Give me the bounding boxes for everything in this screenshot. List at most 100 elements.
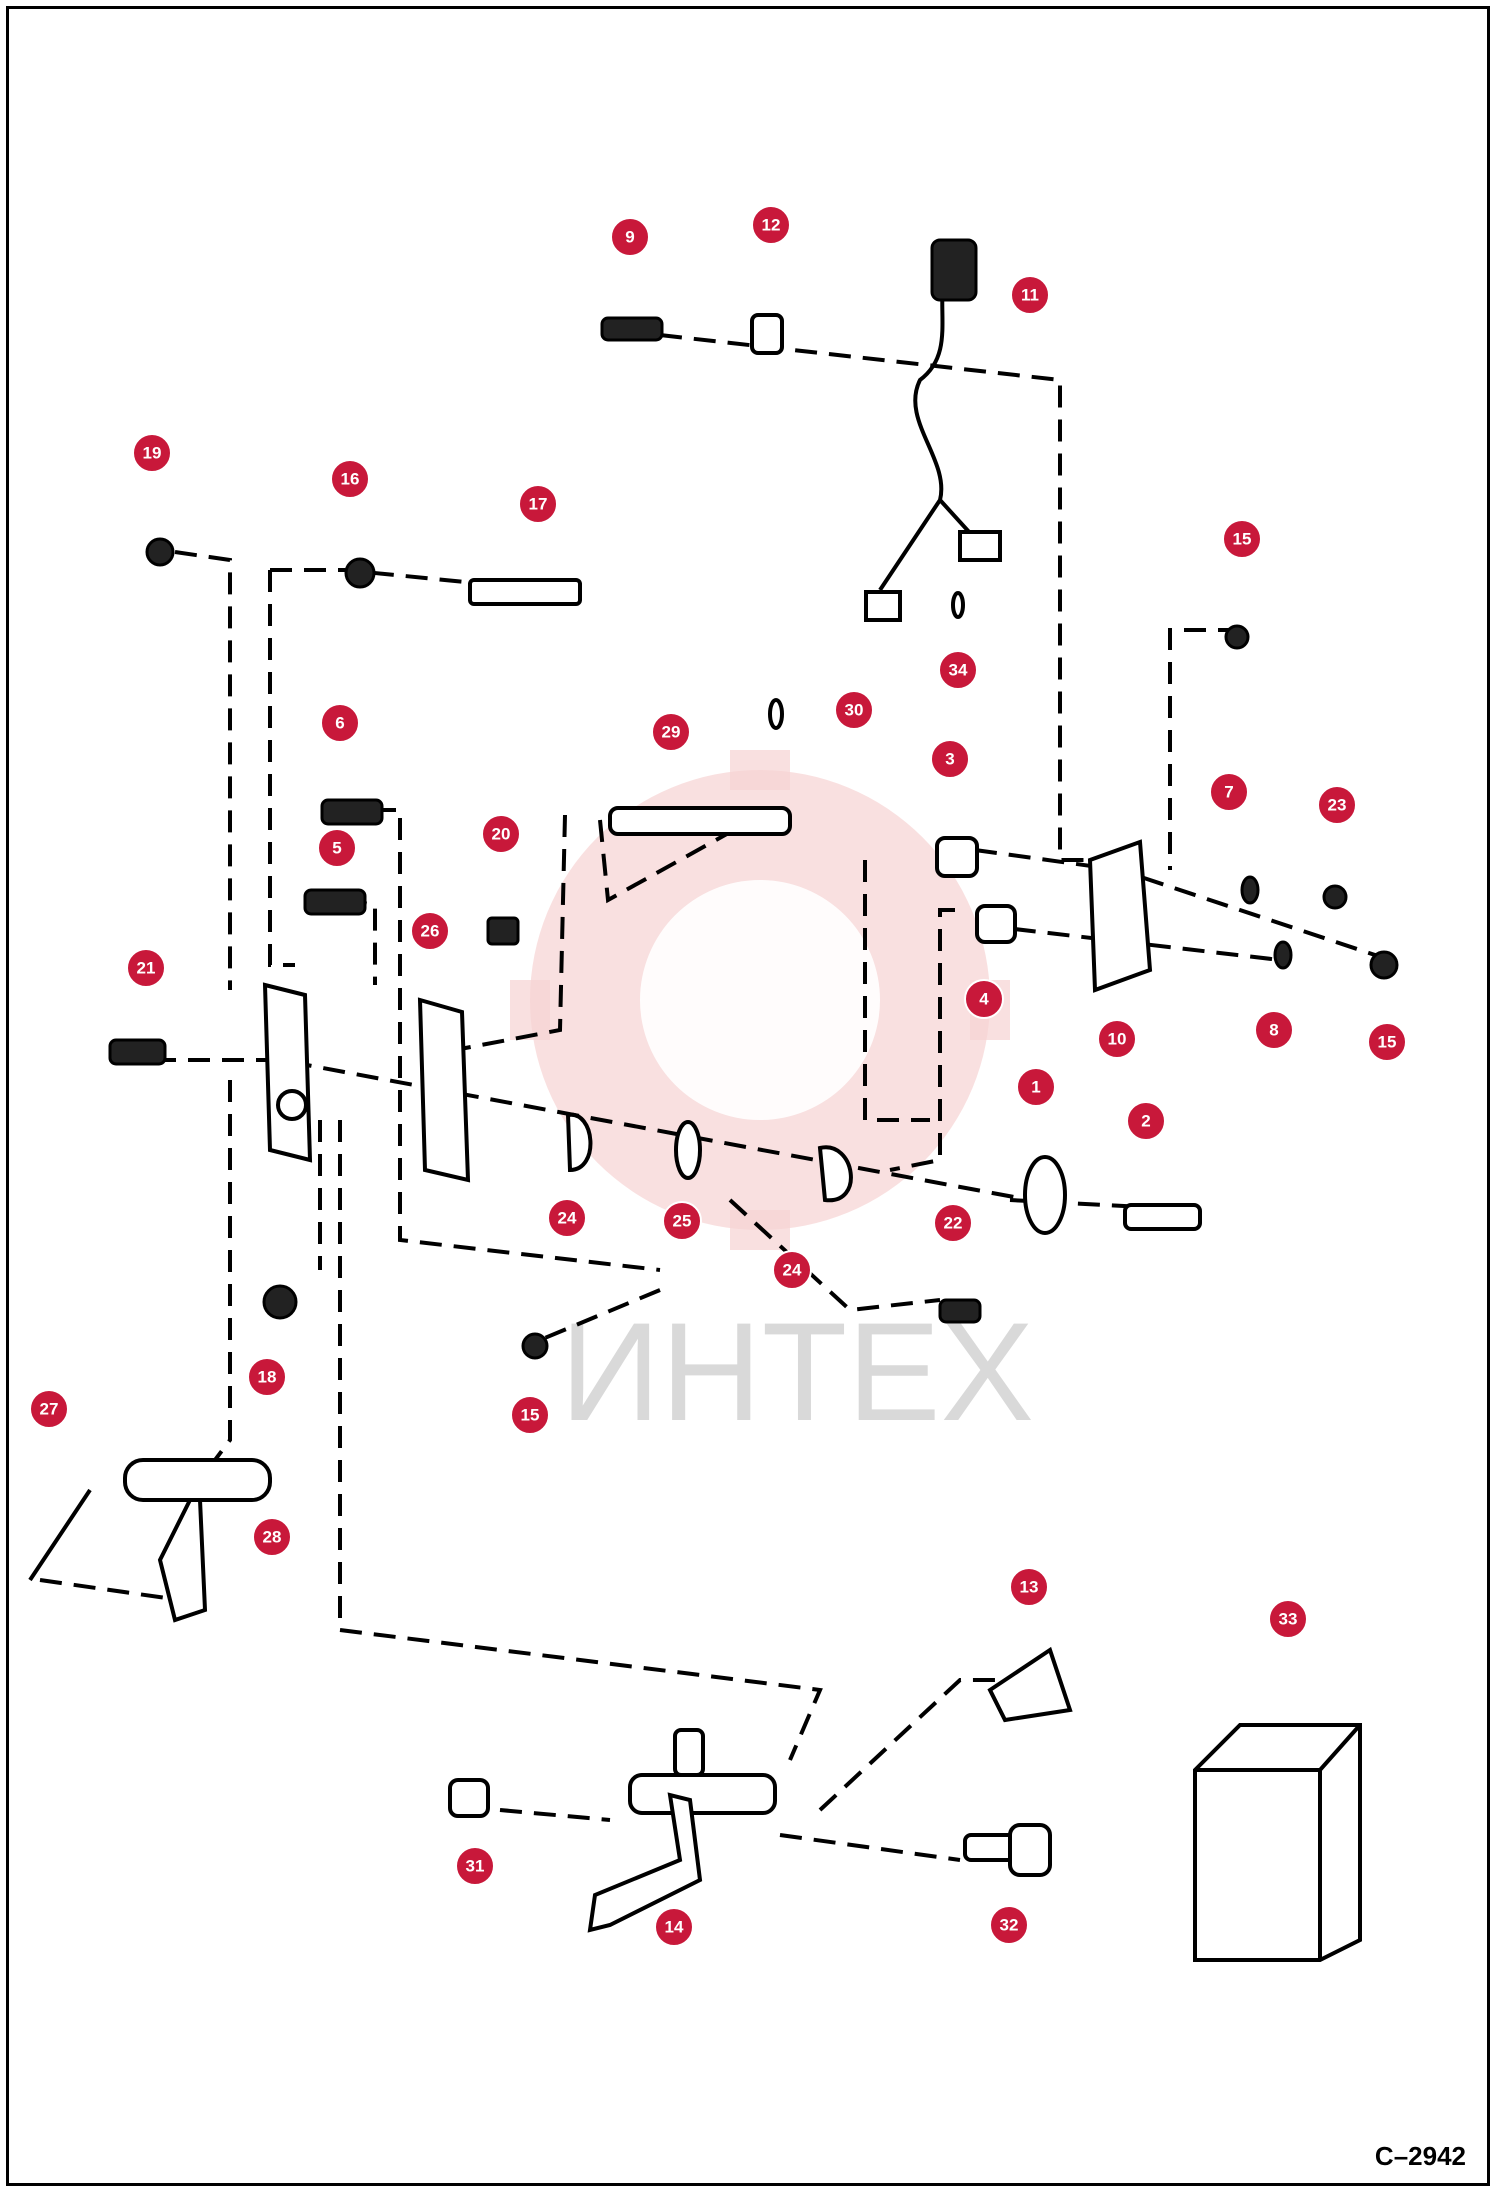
screw-20-shape xyxy=(486,916,520,946)
svg-text:4: 4 xyxy=(979,990,989,1009)
nut-18-shape xyxy=(262,1284,298,1320)
callout-badge[interactable]: 21 xyxy=(126,948,166,988)
svg-text:34: 34 xyxy=(949,661,968,680)
ring-34-shape xyxy=(951,591,965,619)
callout-badge[interactable]: 22 xyxy=(933,1203,973,1243)
svg-text:9: 9 xyxy=(625,228,634,247)
callout-badge[interactable]: 29 xyxy=(651,712,691,752)
callout-badge[interactable]: 6 xyxy=(320,703,360,743)
svg-text:20: 20 xyxy=(492,825,511,844)
bracket-26-shape xyxy=(417,997,471,1183)
callout-badge[interactable]: 15 xyxy=(510,1395,550,1435)
svg-text:30: 30 xyxy=(845,701,864,720)
svg-text:19: 19 xyxy=(143,444,162,463)
callout-badge[interactable]: 26 xyxy=(410,911,450,951)
bolt-9-shape xyxy=(600,316,664,342)
svg-text:26: 26 xyxy=(421,922,440,941)
bolt-21-shape xyxy=(108,1038,167,1066)
svg-text:15: 15 xyxy=(521,1406,540,1425)
callout-badge[interactable]: 12 xyxy=(751,205,791,245)
callout-badge[interactable]: 8 xyxy=(1254,1010,1294,1050)
callout-badge[interactable]: 28 xyxy=(252,1517,292,1557)
callout-badge[interactable]: 13 xyxy=(1009,1567,1049,1607)
bushing-3-shape xyxy=(935,836,979,878)
spring-27-shape xyxy=(28,1488,92,1582)
callout-badge[interactable]: 31 xyxy=(455,1846,495,1886)
svg-text:16: 16 xyxy=(341,470,360,489)
svg-text:2: 2 xyxy=(1141,1112,1150,1131)
nut-23-shape xyxy=(1322,884,1348,910)
callout-badge[interactable]: 4 xyxy=(964,979,1004,1019)
leader-lines xyxy=(39,333,1391,1862)
callout-badge[interactable]: 10 xyxy=(1097,1019,1137,1059)
cam-24-left-shape xyxy=(565,1112,593,1173)
svg-text:33: 33 xyxy=(1279,1610,1298,1629)
nut-15-top-shape xyxy=(1224,624,1250,650)
svg-text:8: 8 xyxy=(1269,1021,1278,1040)
svg-text:25: 25 xyxy=(673,1212,692,1231)
svg-text:5: 5 xyxy=(332,839,341,858)
callout-badge[interactable]: 33 xyxy=(1268,1599,1308,1639)
callout-badge[interactable]: 27 xyxy=(29,1389,69,1429)
callout-badge[interactable]: 20 xyxy=(481,814,521,854)
clip-30-shape xyxy=(768,698,784,730)
fitting-32-shape xyxy=(1008,1823,1052,1877)
svg-text:21: 21 xyxy=(137,959,156,978)
bracket-hole-shape xyxy=(276,1089,308,1121)
svg-text:11: 11 xyxy=(1021,286,1039,305)
callout-badge[interactable]: 3 xyxy=(930,739,970,779)
callout-badge[interactable]: 7 xyxy=(1209,772,1249,812)
callout-badge[interactable]: 11 xyxy=(1010,275,1050,315)
drawing-reference-number: C–2942 xyxy=(1374,2141,1466,2171)
svg-text:12: 12 xyxy=(762,216,781,235)
screw-22-shape xyxy=(938,1298,982,1324)
gear-25-shape xyxy=(674,1120,702,1180)
callout-badge[interactable]: 24 xyxy=(547,1198,587,1238)
callout-badge[interactable]: 25 xyxy=(662,1201,702,1241)
callout-badge[interactable]: 15 xyxy=(1367,1022,1407,1062)
harness-plug-2-shape xyxy=(958,530,1002,562)
callout-badge[interactable]: 15 xyxy=(1222,519,1262,559)
callout-badge[interactable]: 34 xyxy=(938,650,978,690)
callout-badge[interactable]: 16 xyxy=(330,459,370,499)
bushing-4-shape xyxy=(975,904,1017,944)
lockwasher-8-shape xyxy=(1273,940,1293,970)
shaft-14-shape xyxy=(628,1773,777,1815)
callout-badge[interactable]: 17 xyxy=(518,484,558,524)
post-14-shape xyxy=(673,1728,705,1777)
callout-badge[interactable]: 24 xyxy=(772,1250,812,1290)
svg-text:24: 24 xyxy=(558,1209,577,1228)
cam-24-right-shape xyxy=(817,1145,853,1203)
bolt-5-shape xyxy=(303,888,367,916)
battery-33-edges xyxy=(1195,1723,1362,1960)
svg-text:29: 29 xyxy=(662,723,681,742)
callout-badge[interactable]: 19 xyxy=(132,433,172,473)
callout-badge[interactable]: 2 xyxy=(1126,1101,1166,1141)
callout-badge[interactable]: 18 xyxy=(247,1357,287,1397)
plate-10-shape xyxy=(1087,839,1153,993)
lockwasher-7-shape xyxy=(1240,875,1260,905)
bushing-31-shape xyxy=(448,1778,490,1818)
parts xyxy=(28,238,1399,1962)
connector-11-shape xyxy=(930,238,978,302)
svg-text:31: 31 xyxy=(466,1857,485,1876)
clip-12-shape xyxy=(750,313,784,355)
callout-badge[interactable]: 14 xyxy=(654,1907,694,1947)
callout-badge[interactable]: 1 xyxy=(1016,1067,1056,1107)
svg-text:6: 6 xyxy=(335,714,344,733)
callout-badge[interactable]: 23 xyxy=(1317,785,1357,825)
svg-text:10: 10 xyxy=(1108,1030,1127,1049)
harness-plug-shape xyxy=(864,590,902,622)
callout-badge[interactable]: 30 xyxy=(834,690,874,730)
callout-badge[interactable]: 5 xyxy=(317,828,357,868)
svg-text:32: 32 xyxy=(1000,1916,1019,1935)
svg-text:3: 3 xyxy=(945,750,954,769)
callout-badge[interactable]: 32 xyxy=(989,1905,1029,1945)
nut-19-shape xyxy=(145,537,175,567)
watermark-gear-logo xyxy=(510,750,1010,1250)
svg-text:13: 13 xyxy=(1020,1578,1039,1597)
nut-15-right-shape xyxy=(1369,950,1399,980)
callout-badge[interactable]: 9 xyxy=(610,217,650,257)
